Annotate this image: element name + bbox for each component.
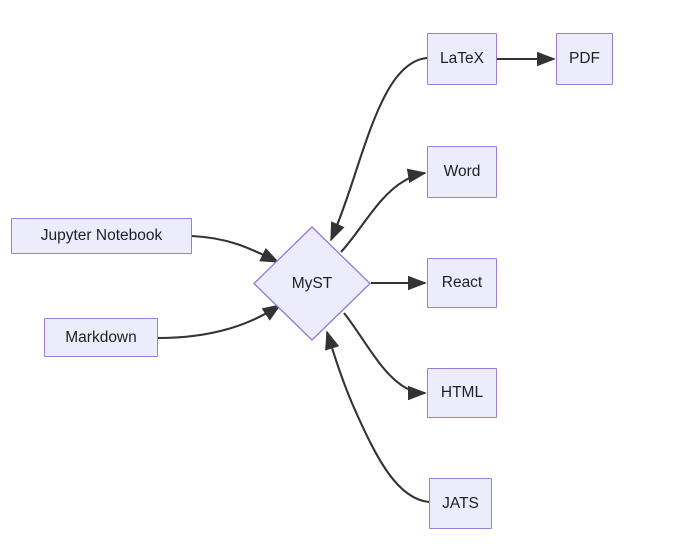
node-myst[interactable]: MyST [253,226,371,341]
node-label-latex: LaTeX [440,50,484,68]
node-label-markdown: Markdown [65,328,137,346]
edge-latex-to-myst [330,56,428,242]
node-label-jats: JATS [442,494,479,512]
node-label-react: React [441,274,483,292]
node-label-pdf: PDF [569,50,600,68]
node-pdf[interactable]: PDF [556,33,613,85]
node-label-jupyter-notebook: Jupyter Notebook [40,227,163,245]
node-jupyter-notebook[interactable]: Jupyter Notebook [11,218,192,254]
node-jats[interactable]: JATS [429,478,492,529]
node-label-html: HTML [440,384,484,402]
node-latex[interactable]: LaTeX [427,33,497,85]
node-label-myst: MyST [291,274,333,292]
edge-jats-to-myst [325,330,430,504]
node-react[interactable]: React [427,258,497,308]
node-word[interactable]: Word [427,146,497,198]
diamond-shape [253,226,371,341]
node-html[interactable]: HTML [427,368,497,418]
node-label-word: Word [443,163,481,181]
node-markdown[interactable]: Markdown [44,318,158,357]
